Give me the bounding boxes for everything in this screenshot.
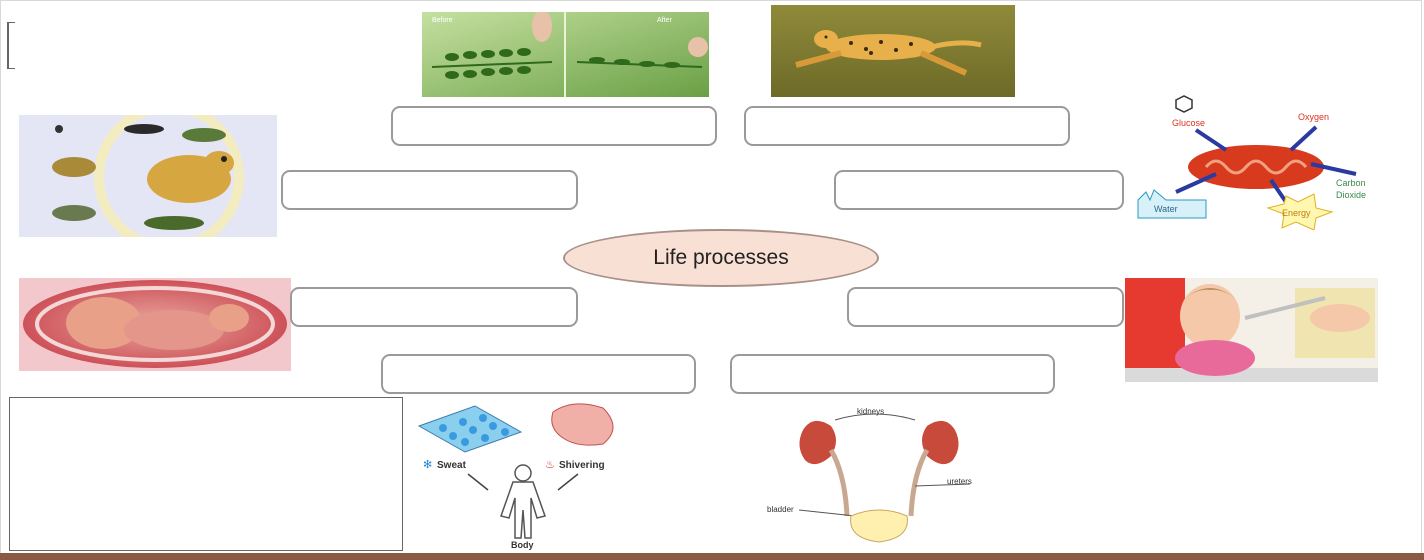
mimosa-plant-image: Before After [422, 12, 709, 97]
frog-life-cycle-image [19, 115, 277, 237]
carbon-label: Carbon [1336, 178, 1366, 188]
svg-text:♨: ♨ [545, 459, 555, 471]
dioxide-label: Dioxide [1336, 190, 1366, 200]
center-topic-oval: Life processes [563, 229, 879, 287]
bladder-label: bladder [767, 505, 794, 514]
glucose-label: Glucose [1172, 118, 1205, 128]
mimosa-after-label: After [657, 17, 672, 24]
answer-box-lower-left[interactable] [290, 287, 578, 327]
answer-box-top-left[interactable] [391, 106, 717, 146]
water-label: Water [1154, 204, 1178, 214]
baby-eating-image [1125, 278, 1378, 382]
answer-box-upper-right[interactable] [834, 170, 1124, 210]
answer-box-lower-right[interactable] [847, 287, 1124, 327]
empty-image-placeholder [9, 397, 403, 551]
urinary-system-image: kidneys ureters bladder [765, 404, 995, 550]
sweat-label: Sweat [437, 460, 467, 471]
energy-label: Energy [1282, 208, 1311, 218]
answer-box-top-right[interactable] [744, 106, 1070, 146]
fetus-in-womb-image [19, 278, 291, 371]
body-label: Body [511, 540, 534, 550]
body-temperature-image: ✻ Sweat ♨ Shivering Body [413, 398, 638, 550]
cellular-respiration-image: Glucose Oxygen Carbon Dioxide Water Ener… [1136, 92, 1396, 230]
svg-text:✻: ✻ [423, 459, 432, 471]
answer-box-bottom-left[interactable] [381, 354, 696, 394]
answer-box-bottom-right[interactable] [730, 354, 1055, 394]
answer-box-upper-left[interactable] [281, 170, 578, 210]
left-bracket-mark [7, 22, 15, 69]
oxygen-label: Oxygen [1298, 112, 1329, 122]
center-topic-label: Life processes [653, 246, 788, 270]
bottom-border-bar [0, 553, 1424, 560]
cheetah-running-image [771, 5, 1015, 97]
mimosa-before-label: Before [432, 17, 453, 24]
shivering-label: Shivering [559, 460, 605, 471]
ureters-label: ureters [947, 477, 972, 486]
